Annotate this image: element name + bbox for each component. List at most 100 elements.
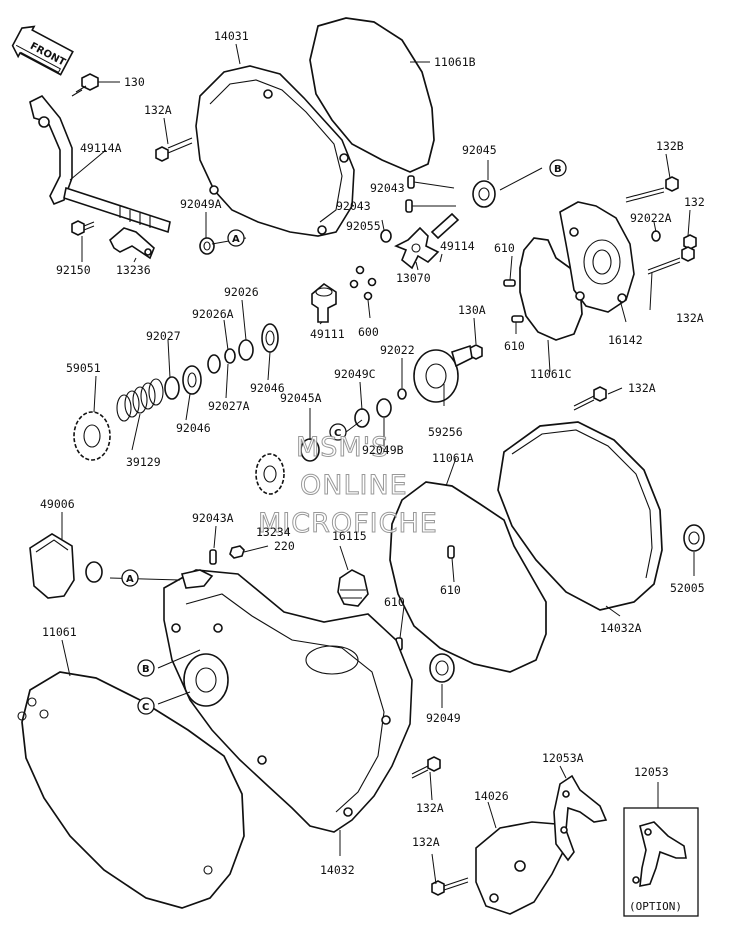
svg-text:MICROFICHE: MICROFICHE [258,508,438,539]
leader-lines [61,43,695,885]
watermark: MSM'S ONLINE MICROFICHE [258,432,438,540]
part-label: 14031 [214,29,249,43]
pin-92043 [405,175,415,213]
part-label: 49006 [40,497,75,511]
bracket-13236 [109,227,155,260]
part-label: 12053A [542,751,584,765]
part-label: 92022A [630,211,672,225]
part-label: 132A [412,835,440,849]
bolt-132A-right [647,246,695,275]
svg-text:B: B [554,164,562,175]
bolt-132A-upper [155,137,193,162]
callout-a-lower: A [121,569,139,587]
part-label: 92049 [426,711,461,725]
gasket-11061-holes [17,697,213,875]
option-box-12053: (OPTION) [623,807,699,917]
part-label: 132A [144,103,172,117]
part-label: 132 [684,195,705,209]
part-label: 610 [494,241,515,255]
spring-39129 [116,378,164,422]
part-label: 92043 [336,199,371,213]
washer-92055 [380,229,392,243]
oil-seal-92049 [429,653,455,683]
svg-text:A: A [232,234,240,245]
svg-text:ONLINE: ONLINE [300,470,408,501]
part-label: 11061C [530,367,572,381]
governor-shaft-49111 [311,283,337,323]
part-label: 220 [274,539,295,553]
part-label: 92022 [380,343,415,357]
callout-b-lower: B [137,659,155,677]
chain-guide-12053A [553,774,608,862]
part-label: 59051 [66,361,101,375]
part-label: 132A [628,381,656,395]
impeller-13070 [394,226,440,270]
outer-cover-14032A [497,421,663,611]
sprocket-cover-14026 [475,821,567,915]
part-label: 92043A [192,511,234,525]
clutch-cover-14032 [163,569,413,833]
option-label: (OPTION) [629,900,682,913]
part-label: 92046 [176,421,211,435]
part-label: 49114 [440,239,475,253]
callout-c-upper: C [329,423,347,441]
part-label: 16115 [332,529,367,543]
svg-text:C: C [142,702,149,713]
part-label: 39129 [126,455,161,469]
part-label: 49114A [80,141,122,155]
washer-92022A [651,230,661,242]
gasket-11061A [389,481,547,673]
part-label: 11061B [434,55,476,69]
part-label: 11061A [432,451,474,465]
plug-16115 [337,569,369,607]
bolt-130 [71,73,99,97]
gear-small [255,453,285,495]
gear-59051 [73,411,111,461]
pin-92043A [209,549,217,565]
part-label: 132A [416,801,444,815]
part-label: 92055 [346,219,381,233]
part-label: 11061 [42,625,77,639]
bearing-92049B [376,398,392,418]
pump-cover-16142 [559,201,635,313]
part-label: 610 [440,583,461,597]
oil-seal-92045 [472,180,496,208]
bolt-132A-bottom [431,877,469,896]
part-label: 13236 [116,263,151,277]
oil-seal-52005 [683,524,705,552]
gasket-11061C [519,237,583,341]
bolt-132B [625,176,679,203]
part-label: 610 [504,339,525,353]
part-label: 92027 [146,329,181,343]
washer-92022 [397,388,407,400]
svg-text:B: B [142,664,150,675]
bearing-92049C [354,408,370,428]
callout-c-lower: C [137,697,155,715]
part-label: 92026A [192,307,234,321]
part-label: 92026 [224,285,259,299]
part-label: 13234 [256,525,291,539]
part-label: 49111 [310,327,345,341]
gear-59256 [413,344,473,403]
part-label: 92045A [280,391,322,405]
svg-text:A: A [126,574,134,585]
svg-text:MSM'S: MSM'S [296,432,389,463]
svg-text:C: C [334,428,341,439]
part-labels: 14031 11061B 130 132A 49114A 92049A 9215… [40,29,705,877]
part-label: 92046 [250,381,285,395]
steel-ball-600 [349,265,377,301]
part-label: 59256 [428,425,463,439]
dowel-pin-610-right [447,545,455,559]
washer-stack [164,323,279,400]
bolt-132A-lower [411,756,441,779]
part-label: 600 [358,325,379,339]
dowel-pin-610-mid [511,315,524,323]
gasket-11061B [309,17,435,173]
bolt-92150 [71,220,95,236]
clutch-cover-14031 [195,65,355,237]
hose-49006 [29,533,103,599]
bolt-220 [229,545,245,559]
part-label: 14026 [474,789,509,803]
part-label: 132B [656,139,684,153]
